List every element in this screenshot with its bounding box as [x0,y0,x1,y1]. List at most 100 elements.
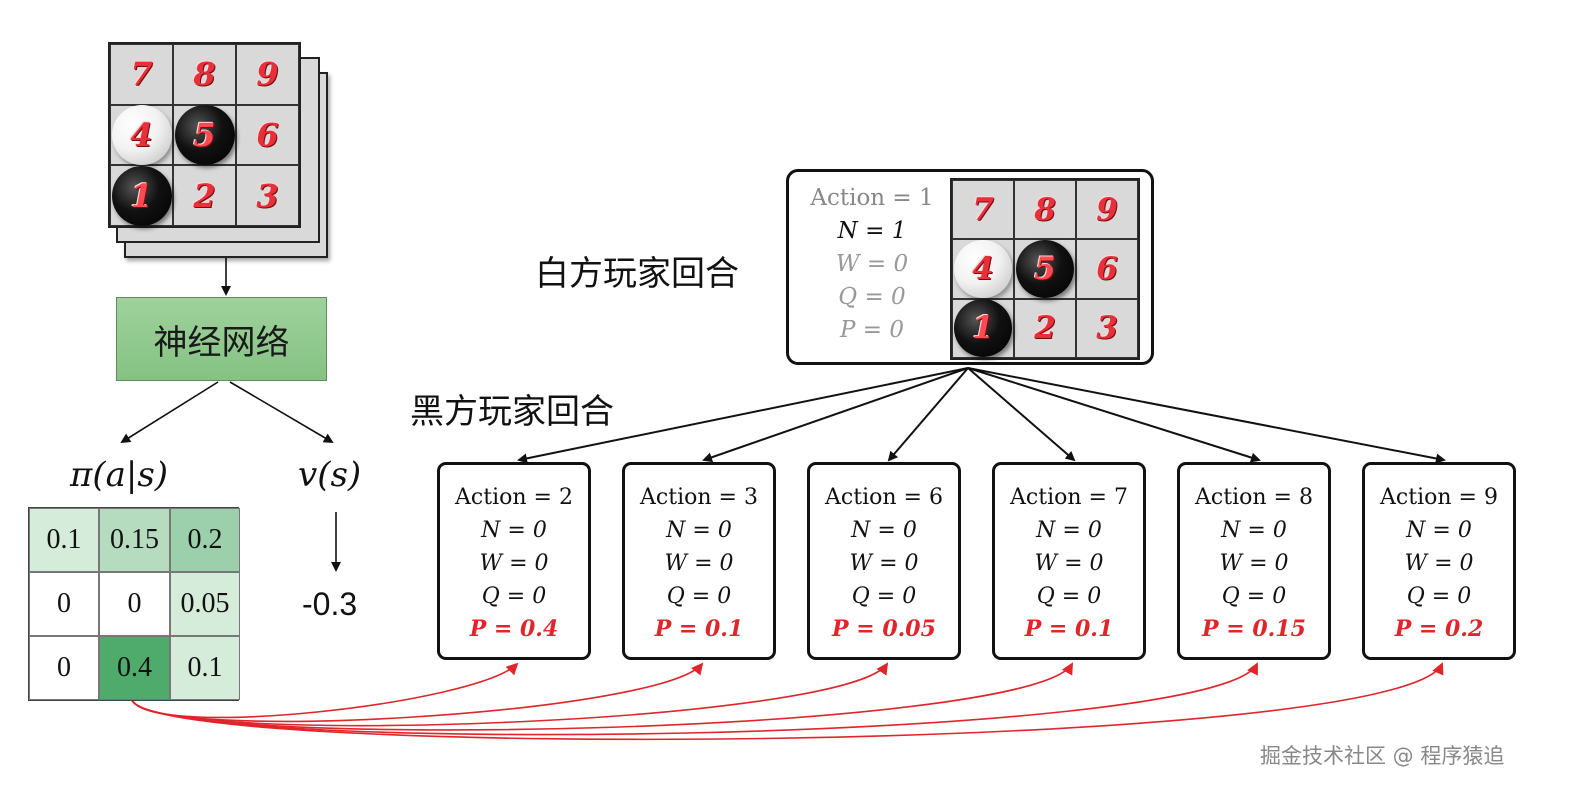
policy-label: π(a|s) [70,455,169,495]
board-cell: 6 [1076,239,1138,299]
child-q: Q = 0 [1036,584,1102,609]
child-w: W = 0 [1404,551,1474,576]
policy-cell: 0.2 [170,508,240,572]
policy-cell: 0 [29,572,99,636]
prior-curve [131,662,1444,741]
white-stone [111,104,172,165]
board-cell: 6 [236,104,299,166]
board-cell: 2 [173,165,236,226]
child-p: P = 0.05 [832,616,936,642]
child-n: N = 0 [666,518,732,543]
board-cell: 2 [1014,298,1076,358]
black-stone [111,165,172,226]
policy-cell: 0 [99,572,170,636]
child-p: P = 0.1 [1024,616,1114,642]
policy-cell: 0 [29,636,99,700]
child-p: P = 0.15 [1202,616,1306,642]
cell-number: 3 [256,176,279,215]
board-cell: 1 [952,298,1014,358]
watermark: 掘金技术社区 @ 程序猿追 [1260,744,1505,768]
tree-edges [517,367,1446,464]
cell-number: 1 [972,310,994,347]
board-cell: 5 [173,104,236,166]
value-result: -0.3 [302,586,358,622]
root-n: N = 1 [837,218,907,244]
black-stone [954,299,1012,358]
child-action: Action = 8 [1195,485,1313,510]
child-n: N = 0 [1406,518,1472,543]
tree-edge [967,367,1446,464]
policy-cell: 0.1 [29,508,99,572]
child-action: Action = 9 [1380,485,1498,510]
policy-cell: 0.1 [170,636,240,700]
child-node: Action = 6 N = 0 W = 0 Q = 0 P = 0.05 [807,462,961,660]
policy-cell: 0.05 [170,572,240,636]
root-action: Action = 1 [810,185,934,211]
cell-number: 4 [972,250,994,287]
cell-number: 8 [193,55,216,94]
child-p: P = 0.2 [1394,616,1484,642]
board-cell: 1 [110,165,173,226]
child-w: W = 0 [479,551,549,576]
child-w: W = 0 [849,551,919,576]
board-cell: 3 [1076,298,1138,358]
tree-edge [967,367,1261,463]
network-to-policy-arrow [120,381,219,444]
root-p: P = 0 [839,317,904,343]
black-turn-label: 黑方玩家回合 [410,392,614,432]
policy-cell: 0.4 [99,636,170,700]
white-stone [954,239,1012,298]
cell-number: 1 [130,176,153,215]
black-stone [1016,239,1074,298]
child-q: Q = 0 [481,584,547,609]
board-cell: 9 [1076,180,1138,240]
child-p: P = 0.1 [654,616,744,642]
cell-number: 7 [130,55,153,94]
network-to-value-arrow [229,381,334,444]
child-n: N = 0 [851,518,917,543]
child-action: Action = 6 [825,485,943,510]
cell-number: 6 [256,115,279,154]
child-n: N = 0 [481,518,547,543]
root-stats: Action = 1 N = 1 W = 0 Q = 0 P = 0 [797,182,947,347]
board-cell: 3 [236,165,299,226]
tree-edge [967,367,1076,462]
root-q: Q = 0 [838,284,906,310]
cell-number: 3 [1096,310,1118,347]
child-q: Q = 0 [666,584,732,609]
white-turn-label: 白方玩家回合 [535,254,739,294]
black-stone [174,104,235,165]
neural-network-label: 神经网络 [153,322,290,363]
child-q: Q = 0 [851,584,917,609]
child-w: W = 0 [1034,551,1104,576]
board-cell: 9 [236,44,299,105]
board-cell: 4 [952,239,1014,299]
root-w: W = 0 [835,251,909,277]
cell-number: 2 [193,176,216,215]
tree-edge [517,367,969,464]
board-cell: 7 [110,44,173,105]
cell-number: 9 [256,55,279,94]
child-action: Action = 3 [640,485,758,510]
cell-number: 4 [130,115,153,154]
cell-number: 8 [1034,191,1056,228]
prior-curves [131,662,1444,741]
tree-edge [702,367,969,463]
board-cell: 7 [952,180,1014,240]
child-action: Action = 7 [1010,485,1128,510]
value-label: v(s) [298,455,362,495]
child-w: W = 0 [1219,551,1289,576]
neural-network-box: 神经网络 [116,297,327,381]
board-cell: 5 [1014,239,1076,299]
board-cell: 4 [110,104,173,166]
